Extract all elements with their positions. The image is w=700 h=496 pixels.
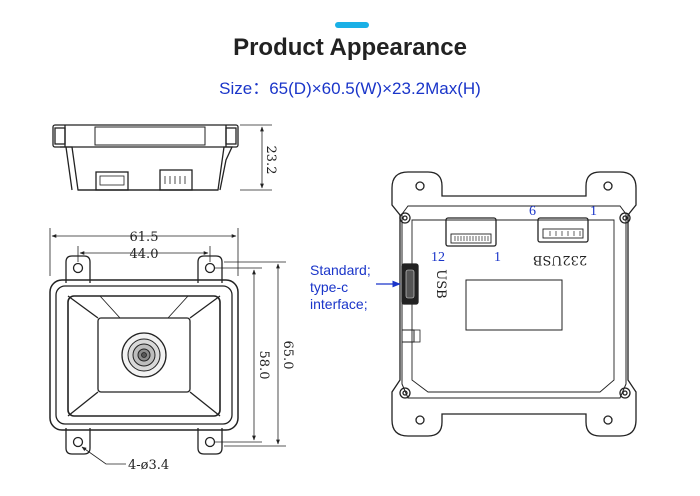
mount-hole [204,436,216,448]
back-mount-hole [399,212,411,224]
mount-hole [204,262,216,274]
pin-label-6: 6 [529,204,536,219]
callout-line-2: type-c [310,279,348,295]
front-view [49,228,286,465]
label-area [465,279,563,331]
silk-label-usb: USB [433,269,448,298]
size-value: 65(D)×60.5(W)×23.2Max(H) [269,79,481,98]
back-mount-hole [619,387,631,399]
side-view-connector-right [159,169,193,191]
holes-note: 4-ø3.4 [128,458,169,473]
back-view [391,171,637,437]
size-label: Size： [219,79,270,98]
back-mount-hole [619,212,631,224]
page-title: Product Appearance [233,34,467,61]
accent-bar [335,22,369,28]
front-height-outer-dim: 65.0 [280,341,295,370]
back-mount-hole [399,387,411,399]
mount-hole [72,262,84,274]
pin-label-1-right: 1 [590,204,597,219]
silk-label-232usb: 232USB [533,252,587,267]
callout-line-1: Standard; [310,262,371,278]
front-body [49,279,239,431]
mount-tab-bottom-left [65,428,91,455]
front-width-outer-dim: 61.5 [130,230,159,245]
pin-label-1-left: 1 [494,250,501,265]
pin-label-12: 12 [431,250,445,265]
front-height-holes-dim: 58.0 [256,351,271,380]
front-width-holes-dim: 44.0 [130,247,159,262]
size-line: Size：65(D)×60.5(W)×23.2Max(H) [0,74,700,99]
mount-hole [72,436,84,448]
side-view-top-cover [52,124,239,148]
callout-line-3: interface; [310,296,368,312]
back-outline [391,171,637,437]
scan-window [67,295,221,417]
side-height-dim: 23.2 [263,146,278,175]
connector-6pin [537,217,589,243]
side-view [52,124,272,191]
mount-tab-bottom-right [197,428,223,455]
connector-12pin [445,217,497,247]
side-view-connector-left [95,171,129,191]
